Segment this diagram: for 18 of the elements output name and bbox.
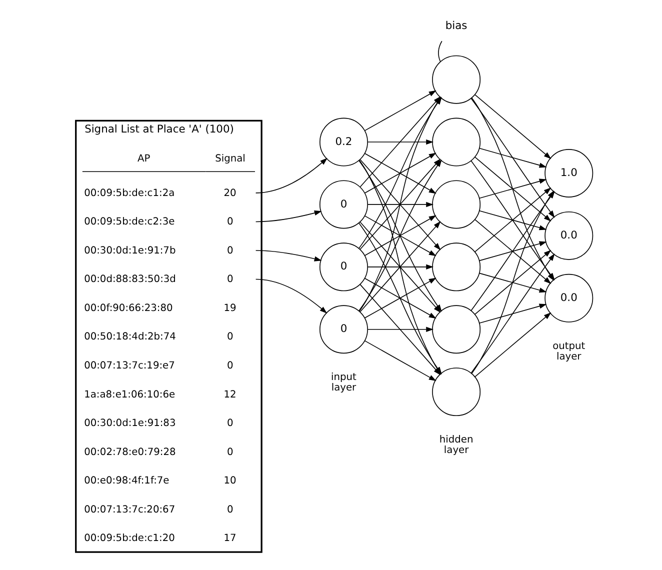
label: hidden layer: [439, 434, 474, 456]
node-text: bias: [445, 18, 468, 32]
node-text: 00:50:18:4d:2b:74 0: [84, 332, 234, 343]
node-text: 00:0d:88:83:50:3d 0: [84, 274, 234, 286]
node-text: 00:07:13:7c:19:e7 0: [84, 360, 234, 372]
node-text: 1a:a8:e1:06:10:6e 12: [84, 389, 236, 400]
node-text: 00:09:5b:de:c1:2a 20: [84, 188, 236, 199]
node-text: 00:09:5b:de:c1:20 17: [84, 533, 236, 544]
node-text: 00:07:13:7c:20:67 0: [84, 504, 234, 516]
node-text: 00:0f:90:66:23:80 19: [84, 302, 236, 314]
label: output layer: [552, 340, 586, 362]
node-text: 00:30:0d:1e:91:83 0: [84, 418, 234, 430]
node-text: 00:e0:98:4f:1f:7e 10: [84, 476, 236, 487]
node-text: AP Signal: [137, 153, 246, 164]
node-text: 00:09:5b:de:c2:3e 0: [84, 216, 234, 228]
node-text: 00:30:0d:1e:91:7b 0: [84, 245, 234, 256]
node-text: 00:02:78:e0:79:28 0: [84, 446, 234, 458]
label: input layer: [331, 372, 356, 394]
